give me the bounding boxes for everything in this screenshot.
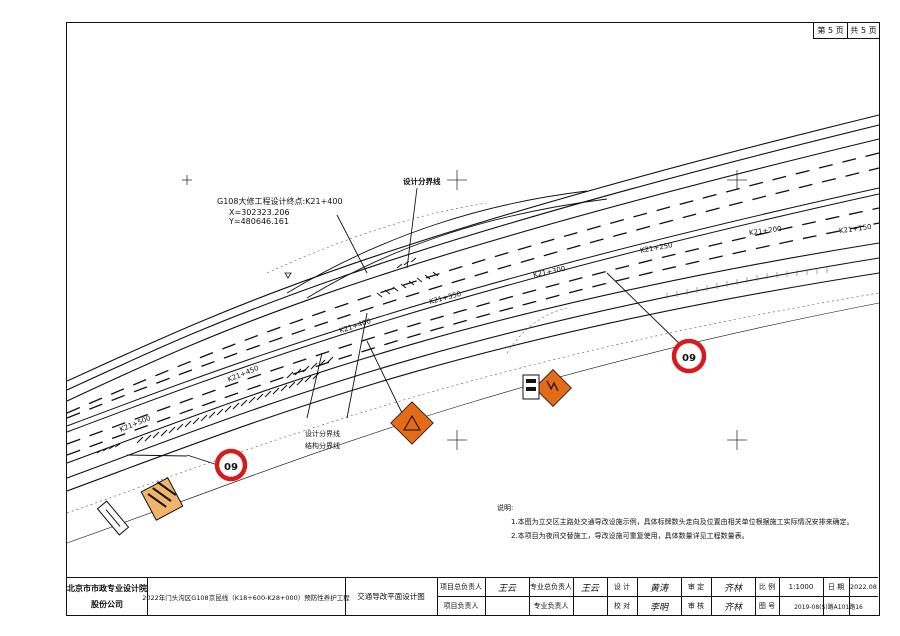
project-name: 2022年门头沟区G108京昆线（K18+600-K28+000）预防性养护工程 — [142, 593, 350, 602]
label-coord-x: X=302323.206 — [229, 208, 290, 217]
median — [66, 187, 880, 433]
label-design-boundary-top: 设计分界线 — [403, 177, 441, 186]
date-value: 2022.08 — [850, 583, 877, 591]
label-g108-endpoint: G108大修工程设计终点:K21+400 — [217, 197, 343, 206]
audit-signature: 齐林 — [723, 602, 742, 613]
date-label: 日 期 — [827, 583, 845, 591]
arrow-board — [96, 500, 130, 536]
notes: 说明: 1.本图为立交区主路处交通导改设施示例，具体标牌数头走向及位置由相关单位… — [497, 501, 854, 543]
curb-ticks — [666, 267, 828, 299]
label-coord-y: Y=480646.161 — [229, 217, 289, 226]
specialty-lead-label: 专业总负责人 — [530, 583, 572, 591]
drawing-title: 交通导改平面设计图 — [357, 592, 425, 601]
scale-label: 比 例 — [758, 583, 776, 591]
company-line2: 股份公司 — [91, 599, 123, 609]
upper-ramp — [286, 190, 608, 299]
note-item-2: 2.本项目为夜间交替施工，导改设施可重复使用，具体数量详见工程数量表。 — [511, 532, 749, 540]
review-label: 审 定 — [687, 583, 705, 591]
check-signature: 李明 — [649, 602, 668, 613]
design-label: 设 计 — [613, 583, 631, 591]
lane-markings — [66, 152, 880, 456]
road-plan-drawing — [66, 114, 880, 544]
barricade-board — [140, 477, 184, 521]
note-item-1: 1.本图为立交区主路处交通导改设施示例，具体标牌数头走向及位置由相关单位根据施工… — [511, 518, 854, 526]
marker-triangle — [284, 272, 292, 279]
company-line1: 北京市市政专业设计院 — [67, 583, 147, 593]
drawing-no-label: 图 号 — [758, 602, 776, 610]
speed-limit-sign-left — [214, 448, 248, 482]
warning-sign-upper — [534, 369, 572, 407]
specialty-lead-signature: 王云 — [580, 583, 599, 594]
road-edges — [66, 114, 880, 544]
hatch-areas — [96, 257, 439, 454]
check-label: 校 对 — [613, 602, 631, 610]
specialty-mgr-label: 专业负责人 — [533, 602, 569, 610]
page-current: 第 5 页 — [813, 23, 847, 39]
page-total: 共 5 页 — [847, 23, 879, 39]
audit-label: 审 核 — [687, 602, 705, 610]
title-block: 北京市市政专业设计院 股份公司 2022年门头沟区G108京昆线（K18+600… — [67, 577, 878, 615]
speed-limit-sign-right — [671, 338, 707, 374]
registration-marks — [182, 170, 747, 450]
project-mgr-label: 项目负责人 — [443, 602, 479, 610]
label-design-boundary: 设计分界线 — [305, 430, 340, 438]
review-signature: 齐林 — [723, 583, 742, 594]
drawing-sheet: 第 5 页 共 5 页 — [66, 22, 880, 616]
construction-lines — [66, 202, 880, 514]
project-lead-label: 项目总负责人 — [440, 583, 482, 591]
design-signature: 黄涛 — [649, 583, 668, 594]
notes-heading: 说明: — [497, 504, 514, 512]
drawing-no-value: 2019-08(S)路A101路16 — [794, 603, 863, 611]
scale-value: 1:1000 — [788, 583, 814, 591]
project-lead-signature: 王云 — [497, 583, 516, 594]
label-structure-boundary: 结构分界线 — [305, 442, 340, 450]
info-board-upper — [522, 374, 540, 400]
warning-sign-lower — [390, 401, 434, 445]
speed-limit-left-value: 60 — [224, 460, 238, 471]
speed-limit-right-value: 60 — [682, 351, 696, 362]
